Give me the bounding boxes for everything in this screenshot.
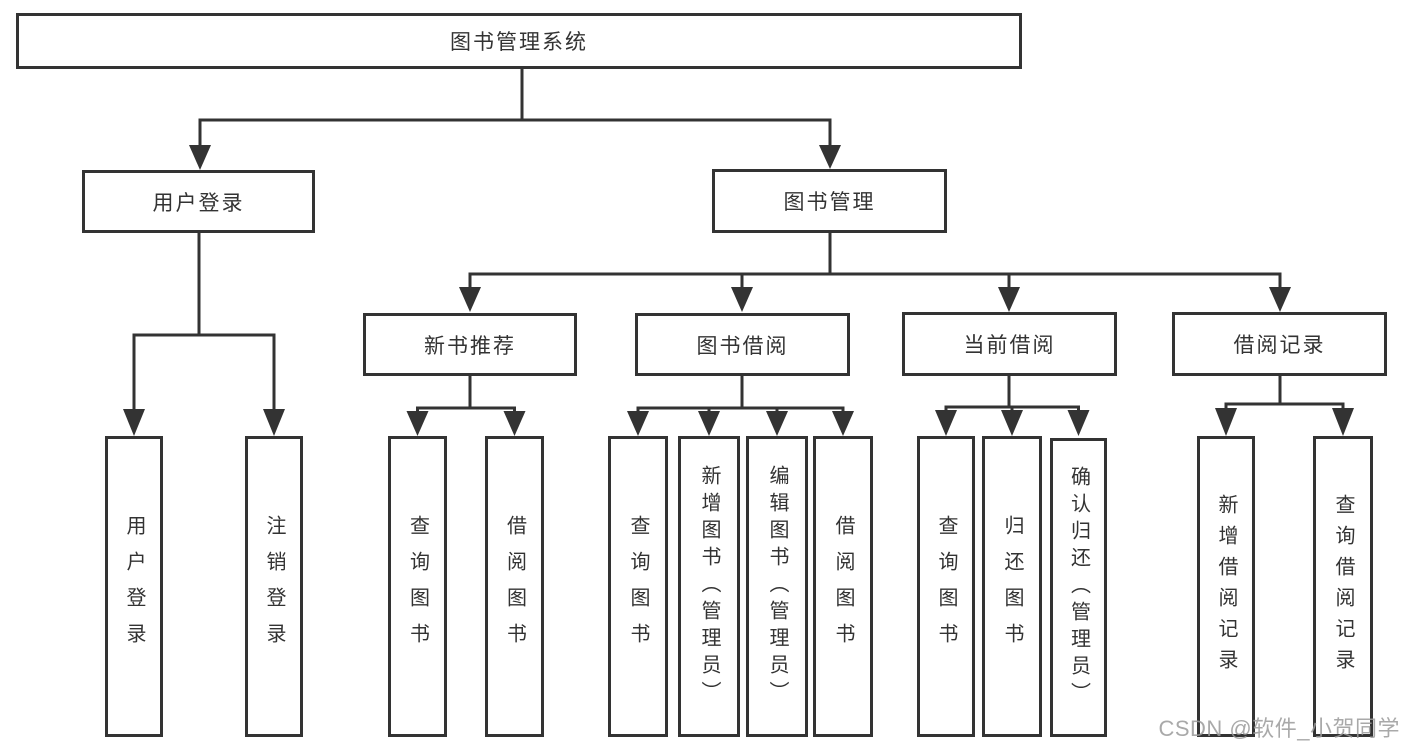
leaf-add-borrow-record: 新增借阅记录 <box>1197 436 1255 737</box>
leaf-logout: 注销登录 <box>245 436 303 737</box>
leaf-edit-books-admin: 编辑图书（管理员） <box>746 436 808 737</box>
node-borrowing-records: 借阅记录 <box>1172 312 1387 376</box>
leaf-borrow-books-borrowing: 借阅图书 <box>813 436 873 737</box>
leaf-query-borrow-record: 查询借阅记录 <box>1313 436 1373 737</box>
node-user-login: 用户登录 <box>82 170 315 233</box>
leaf-add-books-admin: 新增图书（管理员） <box>678 436 740 737</box>
leaf-return-books: 归还图书 <box>982 436 1042 737</box>
leaf-query-books-recommend: 查询图书 <box>388 436 447 737</box>
leaf-query-books-current: 查询图书 <box>917 436 975 737</box>
node-book-borrowing: 图书借阅 <box>635 313 850 376</box>
node-root: 图书管理系统 <box>16 13 1022 69</box>
leaf-borrow-books-recommend: 借阅图书 <box>485 436 544 737</box>
leaf-confirm-return-admin: 确认归还（管理员） <box>1050 438 1107 737</box>
leaf-query-books-borrowing: 查询图书 <box>608 436 668 737</box>
node-book-management: 图书管理 <box>712 169 947 233</box>
leaf-user-login: 用户登录 <box>105 436 163 737</box>
csdn-watermark: CSDN @软件_小贺同学 <box>1158 716 1400 741</box>
node-current-borrowing: 当前借阅 <box>902 312 1117 376</box>
node-new-book-recommend: 新书推荐 <box>363 313 577 376</box>
